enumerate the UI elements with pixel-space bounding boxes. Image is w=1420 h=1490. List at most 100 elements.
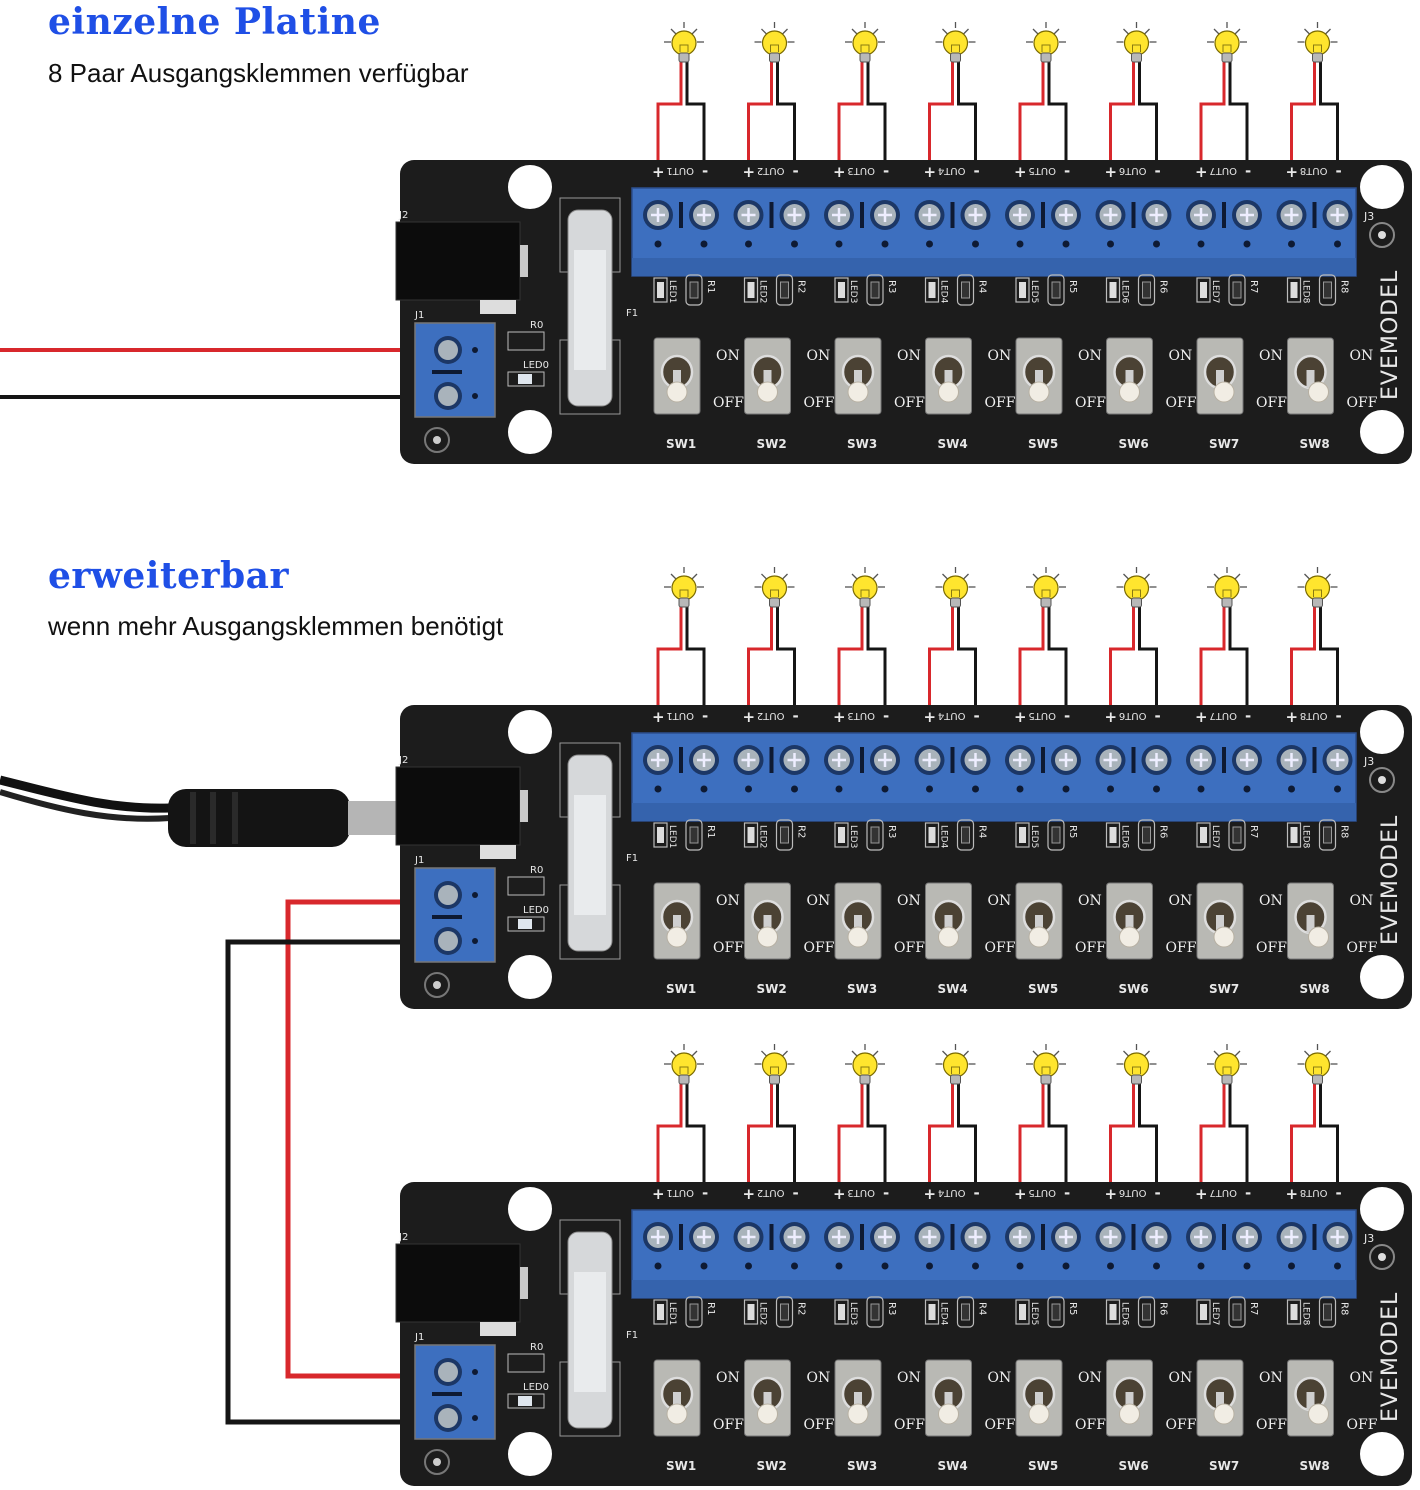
switch-on-label: ON (1259, 1370, 1283, 1386)
plus-label: + (924, 1185, 937, 1203)
resistor-footprint (1228, 274, 1246, 306)
led-icon (1019, 282, 1026, 298)
dc-plug-grip (232, 792, 238, 844)
switch-off-label: OFF (1256, 1417, 1287, 1433)
resistor-icon (1142, 826, 1151, 844)
output-wire-positive (1199, 1084, 1226, 1224)
terminal-wire-hole (791, 240, 798, 248)
input-divider (432, 1392, 462, 1396)
led-label: LED2 (758, 825, 768, 848)
toggle-switch-knob (1308, 381, 1329, 403)
toggle-lever (673, 1392, 681, 1410)
label-j2: J2 (398, 1232, 408, 1243)
output-wire-negative (1319, 1084, 1339, 1224)
resistor-footprint (1318, 819, 1337, 851)
switch-on-label: ON (897, 893, 921, 909)
bulb-filament (1313, 589, 1322, 597)
bulb-filament (679, 44, 689, 52)
toggle-lever (1306, 915, 1315, 933)
resistor-label: R7 (1248, 825, 1259, 838)
label-r0: R0 (530, 320, 543, 331)
bulb-base (1131, 1074, 1142, 1085)
dc-jack (395, 1243, 521, 1323)
resistor-icon (1323, 826, 1332, 844)
light-ray (1123, 28, 1129, 35)
label-j1: J1 (414, 310, 424, 321)
label-r0: R0 (530, 865, 543, 876)
switch-label: SW6 (1119, 437, 1149, 451)
light-bulb-icon (1207, 1044, 1247, 1085)
output-wire-positive (1018, 1084, 1045, 1224)
output-wire-positive (837, 62, 864, 202)
resistor-label: R4 (977, 1302, 988, 1315)
minus-label: - (974, 1184, 980, 1202)
output-label: OUT1 (666, 710, 694, 721)
led-footprint (1196, 277, 1211, 303)
light-ray (1325, 1050, 1331, 1057)
switch-label: SW7 (1209, 982, 1239, 996)
toggle-lever (944, 915, 953, 933)
bulb-glass (1033, 30, 1059, 56)
resistor-footprint (775, 1296, 794, 1328)
output-wire-negative (1138, 62, 1158, 202)
plus-label: + (1286, 1185, 1299, 1203)
label-f1: F1 (626, 853, 638, 864)
light-bulb-icon (1116, 567, 1157, 608)
terminal-divider (860, 1224, 864, 1250)
light-bulb-icon (1297, 1044, 1338, 1085)
bulb-filament (1313, 44, 1322, 52)
switch-label: SW7 (1209, 437, 1239, 451)
light-ray (1304, 28, 1310, 35)
mounting-hole (1360, 955, 1404, 999)
toggle-switch-knob (847, 1403, 869, 1425)
light-ray (761, 573, 767, 580)
dc-jack-tab (480, 1322, 516, 1336)
switch-label: SW1 (666, 1459, 696, 1473)
output-wire-positive (1199, 607, 1226, 747)
plus-label: + (1014, 1185, 1027, 1203)
output-wire-negative (957, 607, 977, 747)
label-j3: J3 (1363, 1232, 1374, 1245)
toggle-switch-knob (847, 381, 869, 403)
plus-label: + (924, 708, 937, 726)
bulb-glass (671, 1052, 697, 1078)
screw-slot (651, 208, 665, 222)
output-wire-negative (1047, 607, 1068, 747)
light-bulb-icon (754, 567, 795, 608)
toggle-lever (763, 1392, 772, 1410)
screw-slot (832, 753, 846, 767)
power-led-footprint (507, 916, 545, 932)
light-ray (963, 1050, 969, 1057)
resistor-label: R3 (886, 1302, 897, 1315)
resistor-icon (1051, 281, 1061, 299)
light-bulb-icon (1026, 567, 1066, 608)
output-label: OUT8 (1300, 710, 1328, 721)
screw-slot (1013, 753, 1027, 767)
mounting-hole (1360, 1187, 1404, 1231)
output-label: OUT2 (757, 165, 785, 176)
resistor-icon (689, 1303, 699, 1321)
led-icon (1290, 282, 1298, 298)
led-icon (838, 827, 845, 843)
terminal-wire-hole (700, 240, 708, 248)
resistor-footprint (1137, 1296, 1156, 1328)
output-wire-positive (928, 62, 954, 202)
terminal-wire-hole (1197, 240, 1205, 248)
output-wire-negative (866, 607, 887, 747)
resistor-icon (689, 826, 699, 844)
switch-off-label: OFF (804, 1417, 835, 1433)
minus-label: - (1064, 1184, 1070, 1202)
output-label: OUT3 (847, 1187, 875, 1198)
resistor-footprint (1318, 274, 1337, 306)
input-screw-icon (438, 386, 458, 406)
minus-label: - (1064, 707, 1070, 725)
led-label: LED4 (939, 1302, 949, 1326)
dc-jack-pin (520, 790, 528, 822)
input-divider (432, 370, 462, 374)
resistor-icon (780, 1303, 789, 1321)
mounting-hole (508, 1432, 552, 1476)
bulb-glass (852, 1052, 878, 1078)
bulb-glass (852, 30, 878, 56)
label-f1: F1 (626, 1330, 638, 1341)
switch-on-label: ON (988, 893, 1012, 909)
